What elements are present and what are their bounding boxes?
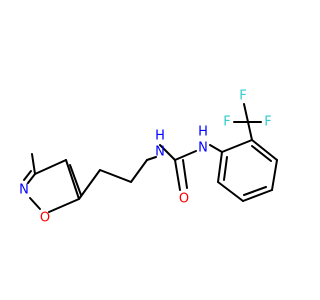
bond-cf3-top: [243, 103, 249, 123]
bond-chain-1: [78, 169, 101, 200]
bond-ar-3: [271, 159, 278, 191]
atom-o-carbonyl: O: [179, 192, 189, 207]
bond-chain-3: [130, 159, 148, 183]
bond-ar-6: [217, 151, 223, 183]
bond-c-o-double: [182, 159, 188, 189]
molecule-structure-diagram: N O N H O N H F F F: [19, 89, 278, 226]
bond-ar-inner-3: [223, 156, 228, 181]
bond-c-nh: [174, 150, 197, 161]
atom-f-top: F: [239, 89, 246, 104]
atom-nh-right: N: [198, 141, 208, 156]
bond-n-o: [29, 197, 41, 210]
atom-h-left: H: [155, 129, 165, 144]
bond-c4-c5-double: [69, 164, 82, 196]
bond-c3-n-double: [23, 170, 32, 181]
bond-c-o: [174, 159, 181, 191]
atom-h-right: H: [198, 125, 208, 140]
atom-nh-left: N: [155, 145, 165, 160]
bond-ar-2: [251, 139, 278, 161]
bond-chain-2: [99, 169, 132, 183]
atom-o-isoxazole: O: [40, 211, 50, 226]
atom-f-right: F: [264, 115, 271, 130]
bond-o-c5: [48, 198, 80, 213]
bond-ar-4: [242, 189, 273, 202]
bond-chain-n: [146, 156, 157, 161]
bond-c3-c4: [34, 159, 67, 175]
atom-label-layer: N O N H O N H F F F: [19, 89, 272, 226]
bond-ar-inner-2: [243, 186, 267, 196]
bond-layer: [23, 103, 278, 213]
bond-methyl: [31, 153, 36, 175]
bond-ar-5: [217, 181, 244, 202]
bond-c4-c5: [65, 159, 80, 200]
bond-nh-aryl: [209, 144, 223, 153]
bond-ar-cf3: [247, 121, 253, 141]
atom-n-isoxazole: N: [19, 183, 29, 198]
bond-c3-n: [27, 173, 36, 184]
atom-f-left: F: [223, 115, 230, 130]
bond-ar-1: [221, 139, 253, 153]
bond-nh-c: [159, 144, 176, 161]
bond-ar-inner-1: [251, 145, 272, 162]
